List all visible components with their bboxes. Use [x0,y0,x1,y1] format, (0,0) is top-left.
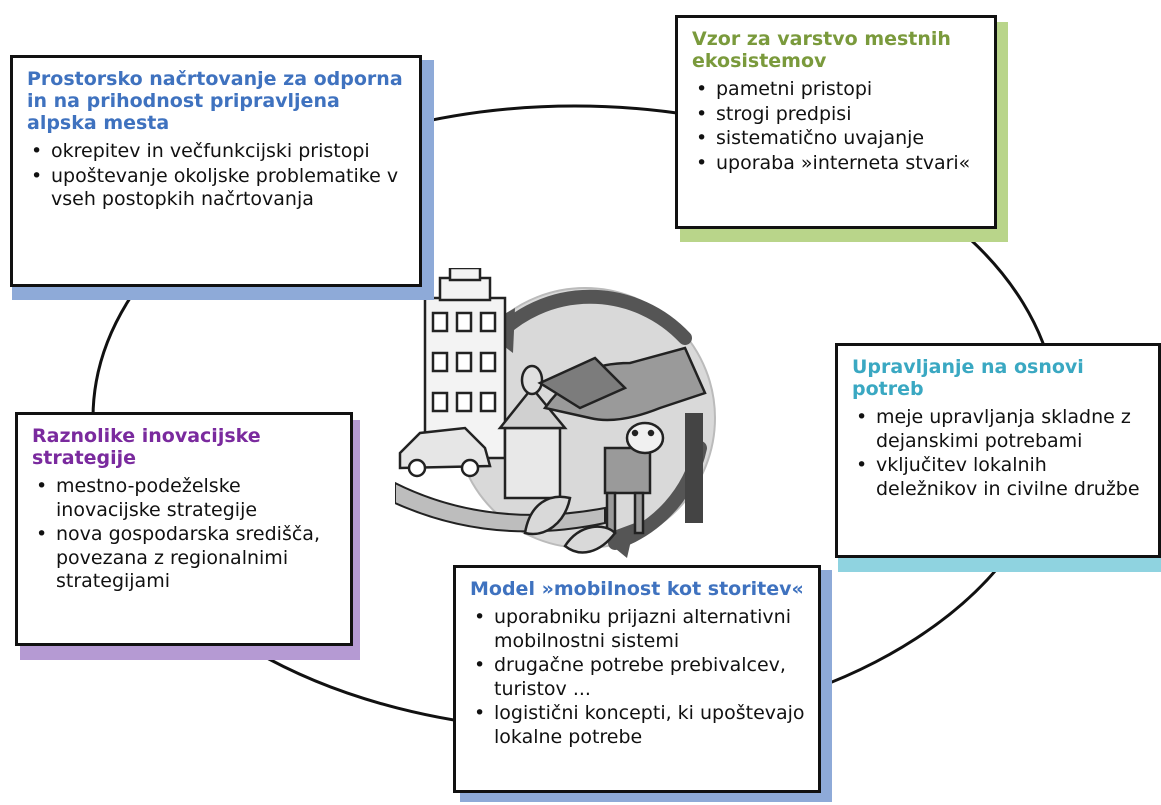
mobility-list: uporabniku prijazni alternativni mobilno… [470,606,806,749]
innovation-list: mestno-podeželske inovacijske strategije… [32,475,338,594]
handshake-icon [537,346,707,422]
ecosystems-item-3: sistematično uvajanje [692,127,982,151]
mobility-item-1: uporabniku prijazni alternativni mobilno… [470,606,806,653]
mobility-item-2: drugačne potrebe prebivalcev, turistov .… [470,654,806,701]
ecosystems-item-2: strogi predpisi [692,103,982,127]
post [685,413,703,523]
spatial-item-1: okrepitev in večfunkcijski pristopi [27,140,407,164]
innovation-item-2: nova gospodarska središča, povezana z re… [32,523,338,594]
governance-list: meje upravljanja skladne z dejanskimi po… [852,406,1146,501]
innovation-item-1: mestno-podeželske inovacijske strategije [32,475,338,522]
center-illustration [395,268,716,558]
mobility-item-3: logistični koncepti, ki upoštevajo lokal… [470,702,806,749]
governance-box: Upravljanje na osnovi potreb meje upravl… [835,343,1161,558]
car-icon [398,426,492,478]
leaves-icon [523,495,617,554]
innovation-box: Raznolike inovacijske strategije mestno-… [15,412,353,646]
spatial-planning-box: Prostorsko načrtovanje za odporna in na … [10,55,422,287]
spatial-planning-list: okrepitev in večfunkcijski pristopi upoš… [27,140,407,212]
ecosystems-box: Vzor za varstvo mestnih ekosistemov pame… [675,15,997,229]
spatial-planning-title: Prostorsko načrtovanje za odporna in na … [27,68,403,134]
ecosystems-item-1: pametni pristopi [692,78,982,102]
mobility-title: Model »mobilnost kot storitev« [470,578,804,600]
spatial-item-2: upoštevanje okoljske problematike v vseh… [27,165,407,212]
ecosystems-list: pametni pristopi strogi predpisi sistema… [692,78,982,175]
governance-title: Upravljanje na osnovi potreb [852,356,1084,400]
governance-item-1: meje upravljanja skladne z dejanskimi po… [852,406,1146,453]
governance-item-2: vključitev lokalnih deležnikov in civiln… [852,454,1146,501]
ecosystems-item-4: uporaba »interneta stvari« [692,152,982,176]
ecosystems-title: Vzor za varstvo mestnih ekosistemov [692,28,951,72]
innovation-title: Raznolike inovacijske strategije [32,425,261,469]
mobility-box: Model »mobilnost kot storitev« uporabnik… [453,565,821,793]
cow-icon [603,421,665,535]
